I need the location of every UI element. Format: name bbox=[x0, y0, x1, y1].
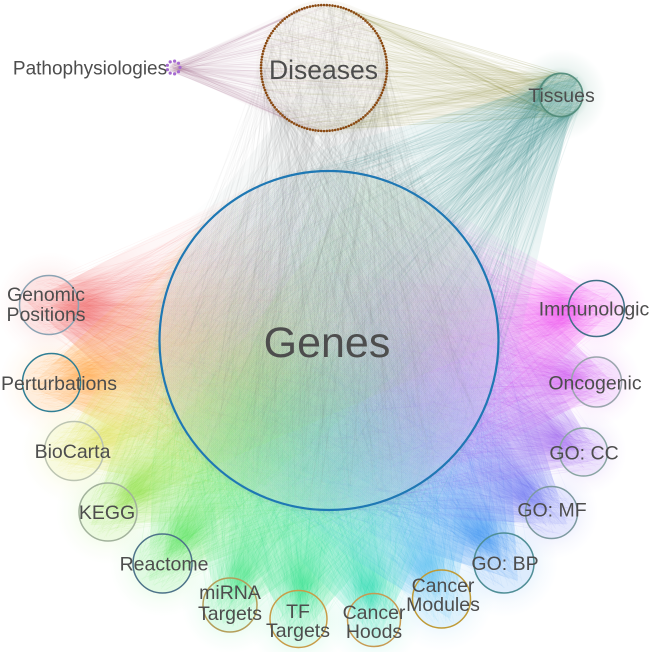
svg-text:Diseases: Diseases bbox=[269, 55, 378, 85]
svg-text:Hoods: Hoods bbox=[346, 621, 403, 643]
svg-text:Perturbations: Perturbations bbox=[1, 373, 117, 395]
svg-text:GO: BP: GO: BP bbox=[471, 553, 538, 575]
svg-text:Modules: Modules bbox=[406, 594, 480, 616]
svg-text:Oncogenic: Oncogenic bbox=[548, 373, 641, 395]
svg-text:Positions: Positions bbox=[6, 304, 85, 326]
svg-text:Tissues: Tissues bbox=[528, 85, 595, 107]
svg-text:Immunologic: Immunologic bbox=[539, 299, 650, 321]
svg-text:Reactome: Reactome bbox=[120, 554, 209, 576]
svg-text:Genes: Genes bbox=[264, 319, 391, 367]
svg-text:Genomic: Genomic bbox=[7, 284, 85, 306]
svg-text:GO: MF: GO: MF bbox=[517, 500, 586, 522]
svg-text:BioCarta: BioCarta bbox=[35, 441, 111, 463]
svg-text:miRNA: miRNA bbox=[199, 582, 261, 604]
svg-text:Cancer: Cancer bbox=[412, 575, 475, 597]
svg-text:KEGG: KEGG bbox=[79, 502, 135, 524]
svg-text:Targets: Targets bbox=[266, 620, 330, 642]
svg-text:GO: CC: GO: CC bbox=[549, 443, 618, 465]
svg-text:Targets: Targets bbox=[198, 603, 262, 625]
svg-text:Pathophysiologies: Pathophysiologies bbox=[13, 59, 167, 80]
svg-text:TF: TF bbox=[286, 601, 310, 623]
svg-text:Cancer: Cancer bbox=[343, 602, 406, 624]
